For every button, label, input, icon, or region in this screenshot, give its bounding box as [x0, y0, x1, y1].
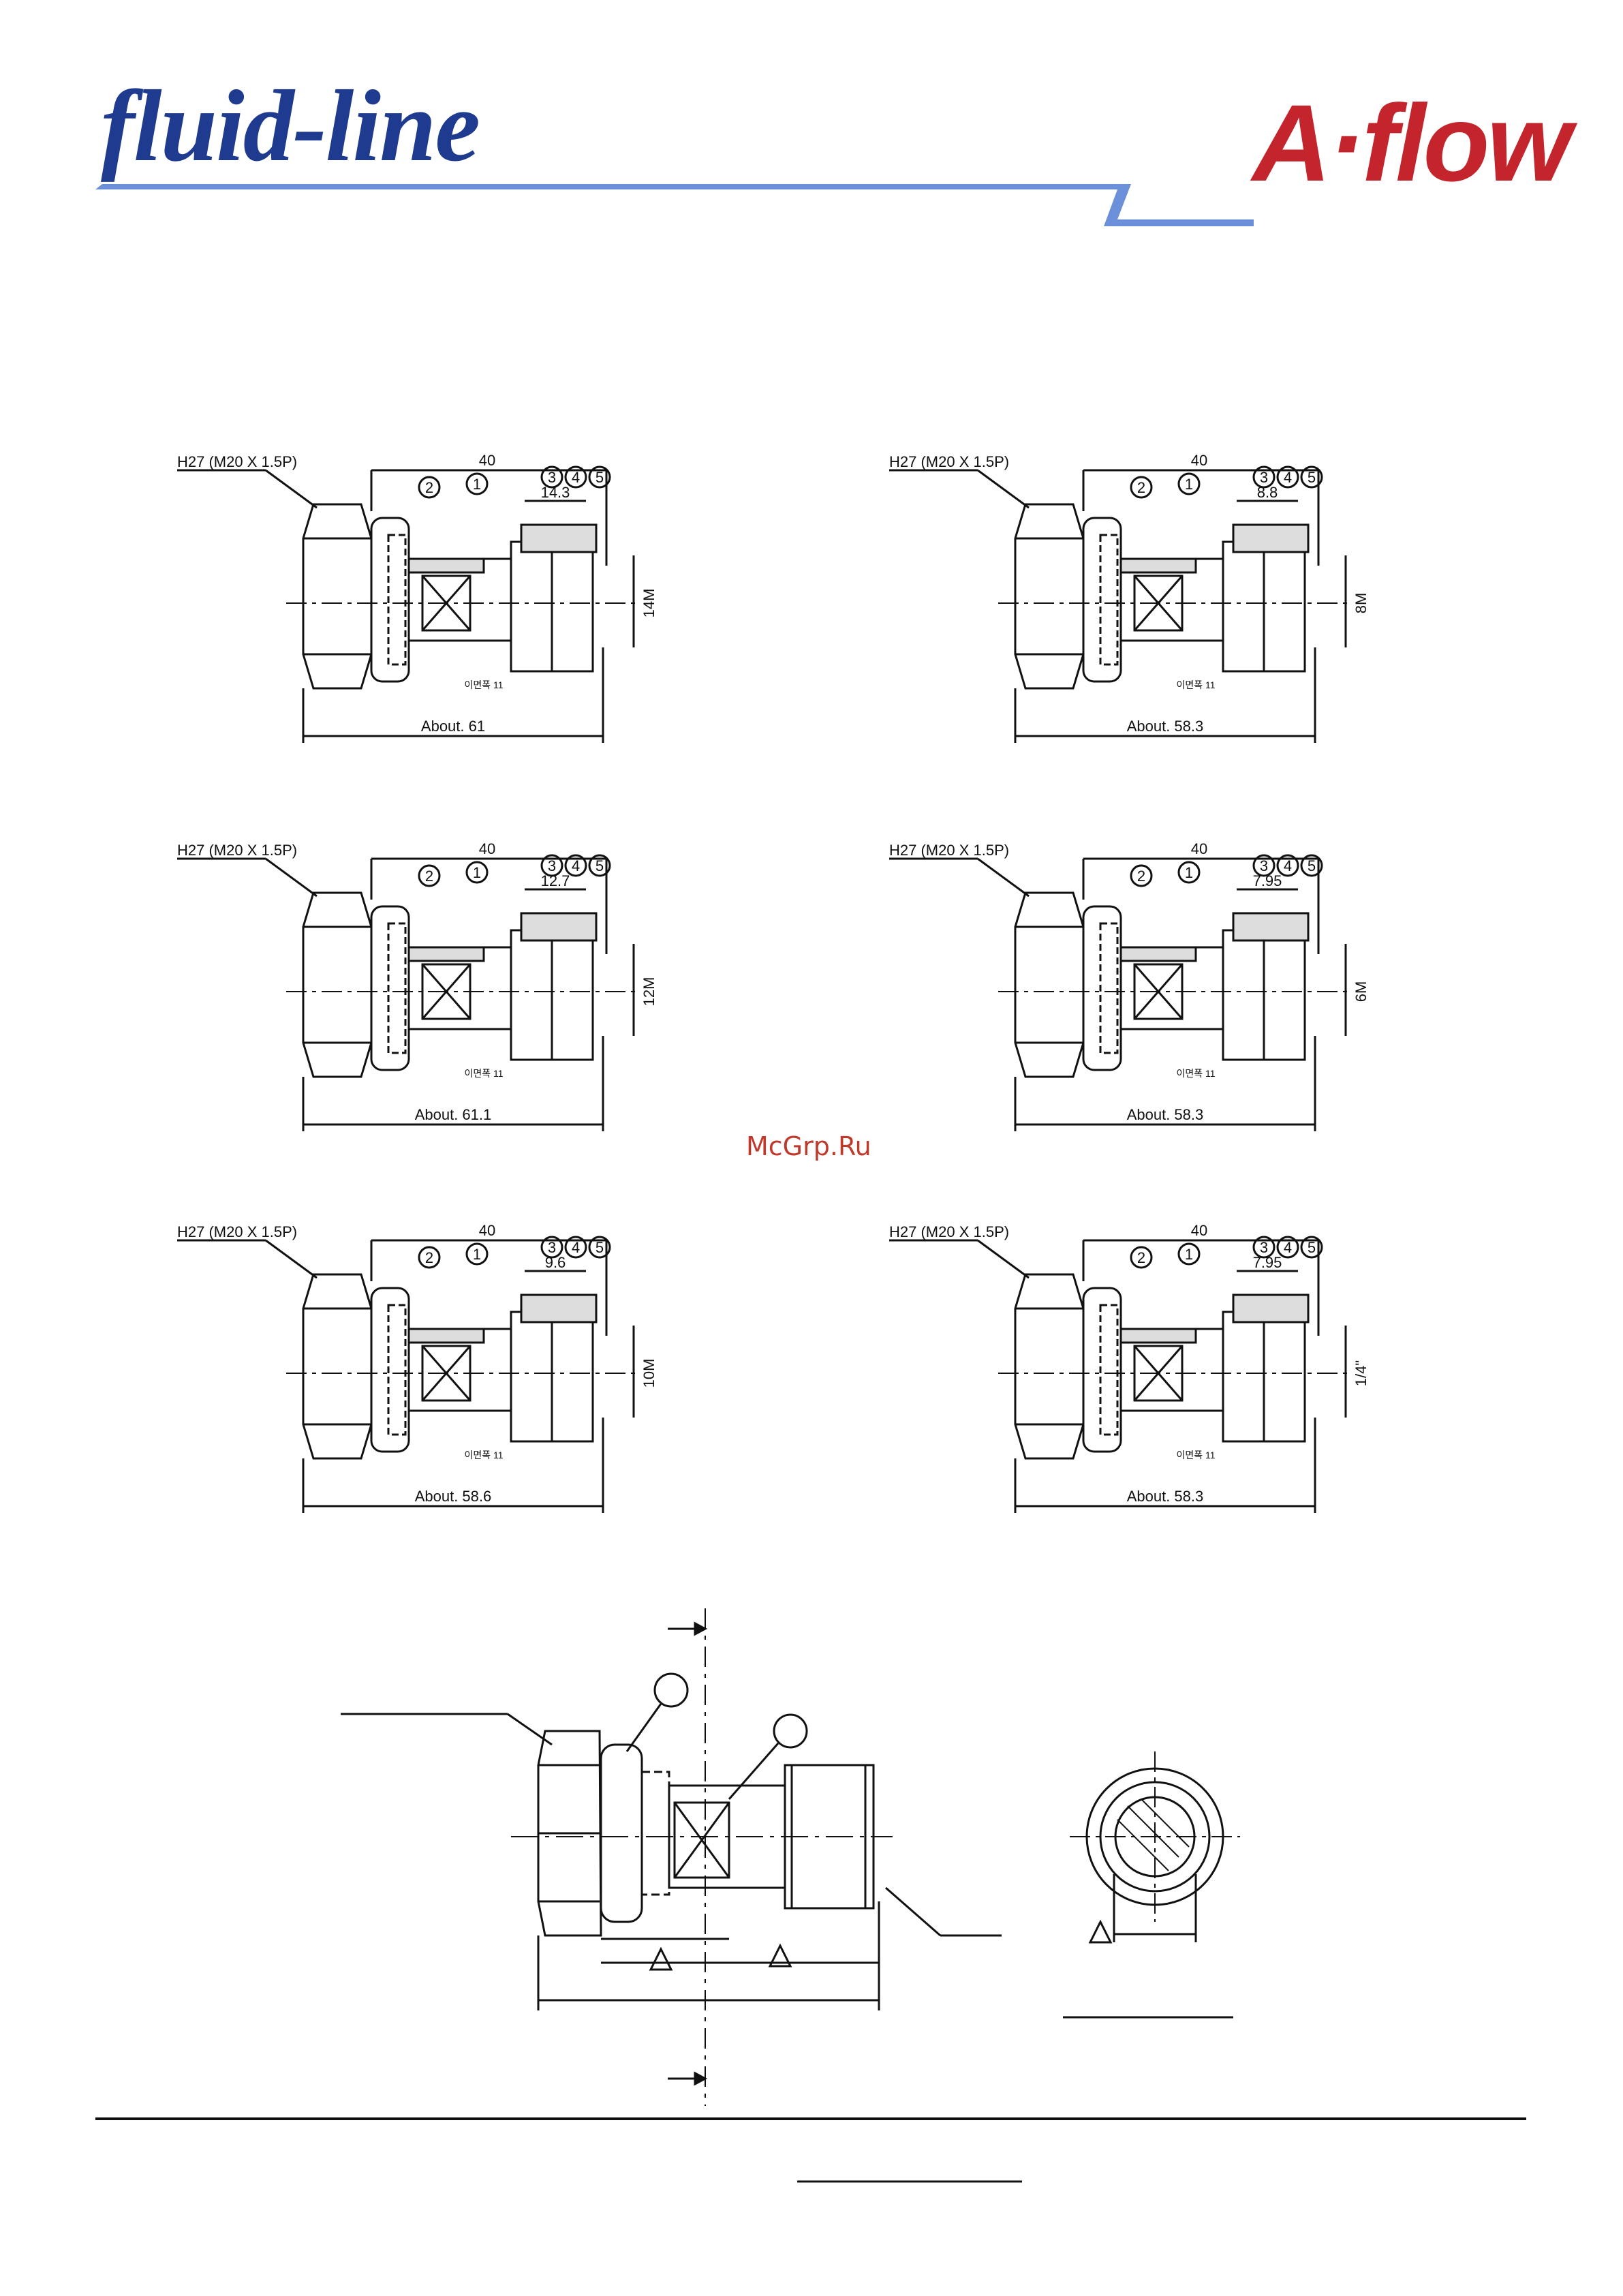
- callout-2: 2: [1137, 479, 1145, 496]
- length-dim: 40: [1191, 840, 1207, 857]
- tube-size: 10M: [640, 1359, 658, 1388]
- callout-5: 5: [1308, 469, 1316, 486]
- callout-3: 3: [1260, 857, 1268, 874]
- callout-5: 5: [1308, 1239, 1316, 1256]
- callout-1: 1: [1185, 864, 1193, 881]
- about-length: About. 61.1: [415, 1106, 492, 1123]
- callout-2: 2: [1137, 868, 1145, 885]
- length-dim: 40: [479, 840, 495, 857]
- tube-size: 12M: [640, 977, 658, 1007]
- length-dim: 40: [1191, 1222, 1207, 1239]
- width-note: 이면폭 11: [1176, 1068, 1215, 1079]
- callout-5: 5: [596, 1239, 604, 1256]
- callout-5: 5: [1308, 857, 1316, 874]
- callout-2: 2: [425, 868, 433, 885]
- callout-5: 5: [596, 857, 604, 874]
- callout-2: 2: [425, 479, 433, 496]
- watermark-text: McGrp.Ru: [746, 1131, 871, 1161]
- section-dim: 7.95: [1253, 1254, 1282, 1271]
- tube-size: 6M: [1352, 981, 1370, 1002]
- callout-3: 3: [548, 857, 556, 874]
- thread-label: H27 (M20 X 1.5P): [889, 453, 1009, 470]
- callout-3: 3: [1260, 1239, 1268, 1256]
- callout-1: 1: [473, 476, 481, 493]
- callout-5: 5: [596, 469, 604, 486]
- callout-4: 4: [1284, 1239, 1292, 1256]
- width-note: 이면폭 11: [1176, 1450, 1215, 1460]
- callout-1: 1: [1185, 476, 1193, 493]
- section-dim: 14.3: [541, 484, 570, 501]
- callout-2: 2: [425, 1249, 433, 1266]
- about-length: About. 58.3: [1127, 1488, 1204, 1505]
- about-length: About. 58.3: [1127, 1106, 1204, 1123]
- length-dim: 40: [479, 1222, 495, 1239]
- callout-4: 4: [572, 1239, 580, 1256]
- thread-label: H27 (M20 X 1.5P): [889, 1223, 1009, 1240]
- about-length: About. 61: [421, 718, 485, 735]
- callout-3: 3: [1260, 469, 1268, 486]
- callout-1: 1: [473, 864, 481, 881]
- section-dim: 12.7: [541, 872, 570, 889]
- footer-short-rule: [797, 2180, 1022, 2183]
- tube-size: 14M: [640, 589, 658, 618]
- thread-label: H27 (M20 X 1.5P): [177, 453, 297, 470]
- section-dim: 9.6: [545, 1254, 566, 1271]
- footer-rule: [95, 2117, 1526, 2120]
- callout-4: 4: [572, 469, 580, 486]
- generic-fitting-drawing: [341, 1608, 1240, 2106]
- thread-label: H27 (M20 X 1.5P): [177, 1223, 297, 1240]
- thread-label: H27 (M20 X 1.5P): [889, 842, 1009, 859]
- section-dim: 8.8: [1257, 484, 1278, 501]
- header-swoosh: [95, 184, 1254, 226]
- thread-label: H27 (M20 X 1.5P): [177, 842, 297, 859]
- width-note: 이면폭 11: [464, 679, 503, 690]
- callout-3: 3: [548, 469, 556, 486]
- brand-logo-fluid-line: fluid-line: [101, 70, 480, 183]
- width-note: 이면폭 11: [1176, 679, 1215, 690]
- callout-4: 4: [572, 857, 580, 874]
- callout-3: 3: [548, 1239, 556, 1256]
- callout-4: 4: [1284, 469, 1292, 486]
- callout-1: 1: [1185, 1246, 1193, 1263]
- callout-4: 4: [1284, 857, 1292, 874]
- length-dim: 40: [1191, 452, 1207, 469]
- tube-size: 1/4": [1352, 1360, 1370, 1386]
- about-length: About. 58.3: [1127, 718, 1204, 735]
- callout-2: 2: [1137, 1249, 1145, 1266]
- brand-logo-a-flow: A·flow: [1252, 82, 1572, 204]
- section-dim: 7.95: [1253, 872, 1282, 889]
- callout-1: 1: [473, 1246, 481, 1263]
- length-dim: 40: [479, 452, 495, 469]
- width-note: 이면폭 11: [464, 1450, 503, 1460]
- about-length: About. 58.6: [415, 1488, 492, 1505]
- tube-size: 8M: [1352, 593, 1370, 614]
- width-note: 이면폭 11: [464, 1068, 503, 1079]
